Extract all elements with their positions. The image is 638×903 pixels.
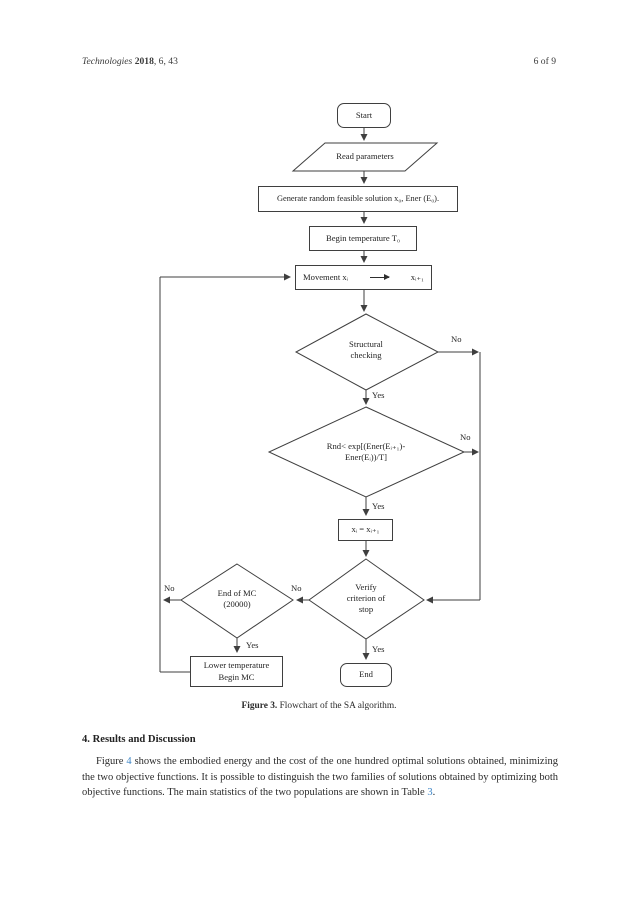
table-reference-link[interactable]: 3 [427, 787, 433, 799]
verify-stop-label: Verify criterion of stop [346, 582, 386, 615]
lower-temperature-node: Lower temperature Begin MC [190, 656, 283, 687]
end-mc-diamond [180, 563, 294, 639]
verify-stop-diamond [308, 558, 425, 640]
figure-reference-link[interactable]: 4 [126, 756, 132, 767]
citation-year: 2018 [134, 56, 154, 67]
page-number: 6 of 9 [533, 56, 556, 67]
structural-checking-label: Structural checking [349, 339, 383, 361]
movement-label: Movement xᵢ [303, 271, 349, 282]
acceptance-diamond [267, 406, 466, 498]
figure-caption-text: Flowchart of the SA algorithm. [277, 701, 397, 711]
yes-label: Yes [246, 640, 259, 650]
end-mc-label: End of MC (20000) [217, 588, 257, 610]
figure-caption: Figure 3. Flowchart of the SA algorithm. [0, 701, 638, 711]
journal-citation: Technologies 2018, 6, 43 [82, 56, 178, 67]
paragraph-text: . [432, 787, 436, 799]
end-terminal: End [340, 663, 392, 687]
body-paragraph: Figure 4 shows the embodied energy and t… [82, 754, 558, 801]
journal-name: Technologies [82, 56, 133, 67]
citation-volume: , 6, 43 [153, 56, 178, 67]
assignment-node: xᵢ = xᵢ₊₁ [338, 519, 393, 541]
read-parameters-parallelogram [291, 142, 439, 172]
yes-label: Yes [372, 644, 385, 654]
read-parameters-label: Read parameters [336, 151, 394, 161]
structural-checking-diamond [294, 313, 440, 391]
generate-solution-node: Generate random feasible solution x₀, En… [258, 186, 458, 212]
start-terminal: Start [337, 103, 391, 128]
movement-next-label: xᵢ₊₁ [410, 271, 424, 282]
begin-temperature-node: Begin temperature T₀ [309, 226, 417, 251]
movement-node: Movement xᵢ xᵢ₊₁ [295, 265, 432, 290]
arrow-right-icon [369, 273, 390, 281]
paragraph-text: Figure [96, 756, 127, 767]
acceptance-label: Rnd< exp[(Ener(Eᵢ₊₁)- Ener(Eᵢ))/T] [326, 441, 406, 463]
section-heading: 4. Results and Discussion [82, 734, 196, 745]
yes-label: Yes [372, 501, 385, 511]
no-label: No [291, 583, 302, 593]
no-label: No [451, 334, 462, 344]
figure-caption-label: Figure 3. [241, 701, 278, 711]
no-label: No [460, 432, 471, 442]
paragraph-text: shows the embodied energy and the cost o… [82, 756, 558, 799]
yes-label: Yes [372, 390, 385, 400]
no-label: No [164, 583, 175, 593]
